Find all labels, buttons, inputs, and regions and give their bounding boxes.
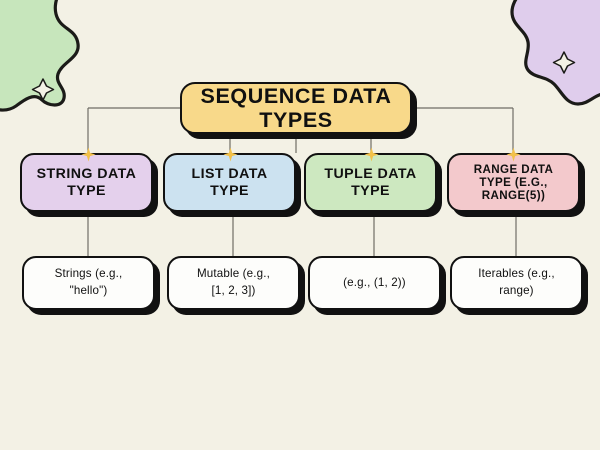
- node-string-line-2: TYPE: [67, 182, 106, 199]
- node-detail-tuple-example[interactable]: (e.g., (1, 2)): [308, 256, 441, 310]
- node-detail-strings[interactable]: Strings (e.g., "hello"): [22, 256, 155, 310]
- node-list-line-1: LIST DATA: [191, 166, 268, 183]
- node-range-line-3: RANGE(5)): [481, 189, 546, 203]
- node-string-line-1: STRING DATA: [36, 166, 137, 183]
- node-detail-mutable[interactable]: Mutable (e.g., [1, 2, 3]): [167, 256, 300, 310]
- node-list-data-type[interactable]: LIST DATA TYPE: [163, 153, 296, 212]
- detail-mutable-line-2: [1, 2, 3]): [211, 284, 256, 297]
- node-detail-iterables[interactable]: Iterables (e.g., range): [450, 256, 583, 310]
- detail-mutable-line-1: Mutable (e.g.,: [197, 267, 270, 281]
- node-list-line-2: TYPE: [210, 182, 249, 199]
- blob-sparkle-left-icon: [31, 78, 55, 101]
- node-title-label: SEQUENCE DATA TYPES: [200, 83, 392, 133]
- node-range-line-1: RANGE DATA: [473, 162, 554, 176]
- detail-tuple-line-1: (e.g., (1, 2)): [343, 275, 406, 289]
- node-tuple-data-type[interactable]: TUPLE DATA TYPE: [304, 153, 437, 212]
- detail-iterables-line-1: Iterables (e.g.,: [478, 267, 555, 281]
- detail-iterables-line-2: range): [499, 284, 534, 297]
- node-range-data-type[interactable]: RANGE DATA TYPE (E.G., RANGE(5)): [447, 153, 580, 212]
- blob-sparkle-right-icon: [552, 51, 576, 74]
- node-tuple-line-1: TUPLE DATA: [324, 166, 417, 183]
- node-range-line-2: TYPE (E.G.,: [479, 175, 548, 189]
- node-string-data-type[interactable]: STRING DATA TYPE: [20, 153, 153, 212]
- detail-strings-line-2: "hello"): [69, 284, 108, 297]
- detail-strings-line-1: Strings (e.g.,: [54, 267, 123, 281]
- node-tuple-line-2: TYPE: [351, 182, 390, 199]
- blob-top-right-shape: [510, 0, 600, 106]
- blob-top-left-shape: [0, 0, 80, 112]
- node-sequence-data-types[interactable]: SEQUENCE DATA TYPES: [180, 82, 412, 134]
